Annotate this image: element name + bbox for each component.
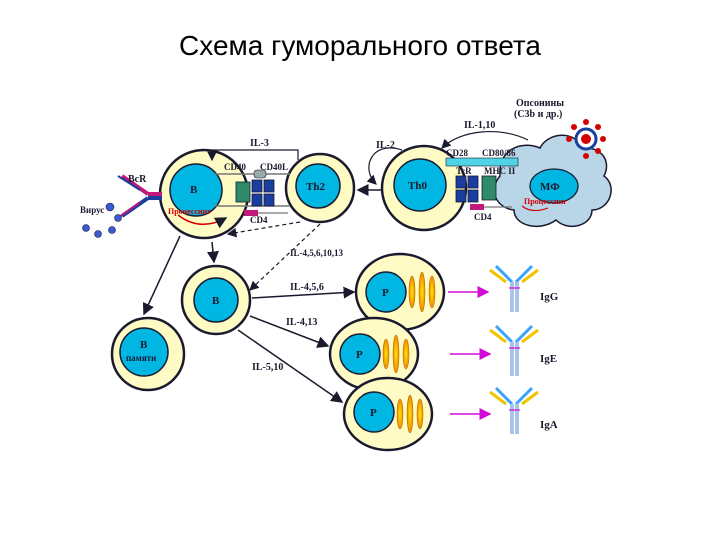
b-cell-mid: B (180, 264, 252, 336)
b-memory-sub-label: памяти (126, 353, 156, 363)
tcr-label: TcR (456, 166, 472, 176)
ige-label: IgE (540, 353, 557, 365)
b-to-plasma1-arrow (251, 286, 356, 299)
th0-label: Th0 (408, 180, 427, 192)
b-main-to-b-memory-arrow (142, 235, 181, 316)
il110-label: IL-1,10 (464, 120, 495, 131)
b-memory-cell: B памяти (110, 316, 186, 392)
il413-label: IL-4,13 (286, 317, 317, 328)
opsonins-label: Опсонины (516, 98, 564, 109)
il456-label: IL-4,5,6 (290, 282, 324, 293)
cd40l-label: CD40L (260, 162, 288, 172)
plasma-cell-1: P (354, 252, 446, 332)
virus-particles (82, 202, 122, 238)
ige-antibody-icon (489, 324, 539, 376)
opsonized-pathogen (566, 119, 606, 159)
plasma-cell-1-label: P (382, 287, 389, 299)
b-memory-label: B (140, 339, 148, 351)
processing-label-mf: Процессинг (524, 197, 567, 206)
il3-label: IL-3 (250, 138, 269, 149)
iga-label: IgA (540, 419, 558, 431)
opsonins-sub-label: (C3b и др.) (514, 109, 562, 120)
b-to-plasma3-arrow (237, 329, 344, 403)
virus-label: Вирус (80, 205, 104, 215)
th0-cell: Th0 (380, 144, 468, 232)
macrophage-cell: МФ Процессинг (493, 134, 612, 228)
b-cell-mid-label: B (212, 295, 220, 307)
cd4-label-right: CD4 (474, 212, 492, 222)
page-title: Схема гуморального ответа (179, 30, 541, 61)
bcr-label: BcR (128, 174, 147, 185)
il510-label: IL-5,10 (252, 362, 283, 373)
mf-label: МФ (540, 181, 560, 193)
th0-mf-synapse (445, 157, 519, 210)
plasma-cell-3: P (342, 376, 434, 452)
il2-arrow (366, 147, 403, 185)
il4561013-label: IL-4,5,6,10,13 (290, 248, 344, 258)
b-to-plasma2-arrow (249, 315, 330, 348)
b-main-to-b-mid-arrow (206, 241, 219, 264)
plasma-cell-2-label: P (356, 349, 363, 361)
il3-arrow (207, 149, 299, 162)
il110-arrow (441, 130, 529, 149)
igg-antibody-icon (489, 264, 539, 312)
bcr-receptor (117, 174, 162, 219)
th2-to-b-dashed-arrow (226, 221, 321, 291)
plasma-cell-3-label: P (370, 407, 377, 419)
cd4-label-left: CD4 (250, 215, 268, 225)
cd8086-label: CD80/86 (482, 148, 516, 158)
iga-antibody-icon (489, 386, 539, 434)
mhc-label: MHC II (484, 166, 516, 176)
b-cell-main-label: B (190, 184, 198, 196)
igg-label: IgG (540, 291, 559, 303)
processing-label-b: Процессинг (168, 207, 211, 216)
th2-label: Th2 (306, 181, 325, 193)
cd40-label: CD40 (224, 162, 246, 172)
cd28-label: CD28 (446, 148, 468, 158)
th2-cell: Th2 (284, 152, 356, 224)
b-th2-synapse (214, 169, 290, 216)
il2-label: IL-2 (376, 140, 395, 151)
